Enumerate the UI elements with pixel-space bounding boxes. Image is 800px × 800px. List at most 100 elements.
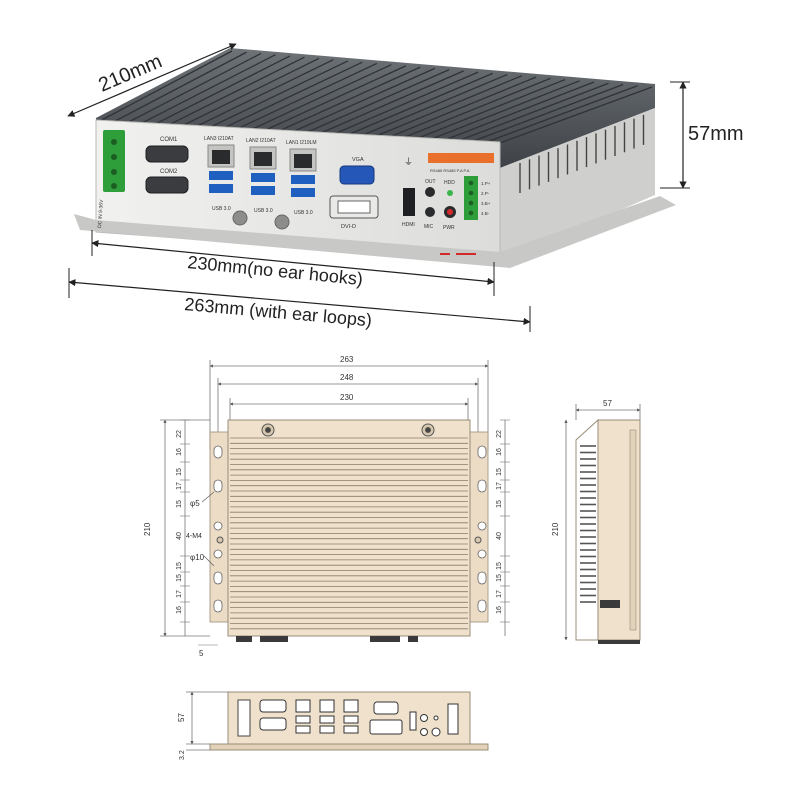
dim-5: 5 <box>199 649 204 658</box>
left-dims-value: 22 <box>176 430 183 438</box>
fin-line <box>417 78 566 140</box>
right-dims-value: 15 <box>496 562 503 570</box>
gpio-labels: 1.P+ 2.P- 3.B+ 4.B- <box>481 181 491 216</box>
fin-line <box>430 80 580 140</box>
left-dims-value: 15 <box>176 468 183 476</box>
usb-a-label: USB 3.0 <box>212 206 231 212</box>
left-dims-value: 16 <box>176 448 183 456</box>
fin-line <box>485 85 638 143</box>
front-dim-57: 57 <box>177 713 186 722</box>
dc-terminal-screws <box>111 139 117 189</box>
top-view-fins <box>230 437 468 630</box>
side-dim-210: 210 <box>551 522 560 536</box>
hdmi-port <box>403 188 415 216</box>
power-button-led <box>447 209 453 215</box>
vga-label: VGA <box>352 157 364 163</box>
dim-230: 230 <box>340 393 354 402</box>
dim-263: 263 <box>340 355 354 364</box>
left-dims-value: 15 <box>176 562 183 570</box>
front-jacks <box>420 703 459 737</box>
height-label: 57mm <box>688 123 744 145</box>
lan1-stack: LAN1 I219LM USB 3.0 <box>286 140 317 216</box>
gpio-header-label <box>428 153 494 163</box>
fin-line <box>265 65 407 131</box>
product-photo: DC IN 9-36V COM1 COM2 LAN3 I210AT USB 3.… <box>67 43 744 332</box>
front-com-ports <box>259 699 287 731</box>
antenna-hole-1 <box>232 210 248 226</box>
gpio-label-2: 2.P- <box>481 191 490 196</box>
left-dims-value: 15 <box>176 500 183 508</box>
fin-line <box>444 81 595 141</box>
fin-line <box>251 64 392 130</box>
right-dims-value: 15 <box>496 468 503 476</box>
hole10-leader <box>203 555 215 567</box>
com2-port <box>145 176 189 194</box>
left-dims-value: 17 <box>176 590 183 598</box>
gpio-label-1: 1.P+ <box>481 181 491 186</box>
side-dim-57: 57 <box>603 399 612 408</box>
ear-slot <box>213 479 223 493</box>
hole5-label: φ5 <box>190 499 200 508</box>
ear-slot <box>213 599 223 613</box>
ear-slots <box>213 445 487 613</box>
side-view-port <box>600 600 620 608</box>
right-dims-value: 16 <box>496 606 503 614</box>
fin-line <box>292 67 436 133</box>
hdd-label: HDD <box>444 180 455 186</box>
fin-line <box>320 70 464 134</box>
ear-hole <box>477 549 487 559</box>
ear-slot <box>477 599 487 613</box>
red-stripe-2 <box>456 253 476 255</box>
gpio-label-3: 3.B+ <box>481 201 491 206</box>
left-dims-value: 16 <box>176 606 183 614</box>
antenna-hole-2 <box>274 214 290 230</box>
dim-210: 210 <box>143 522 152 536</box>
audio-out-jack <box>425 187 435 197</box>
pwr-label: PWR <box>443 225 455 231</box>
right-dims-value: 22 <box>496 430 503 438</box>
ear-slot <box>477 571 487 585</box>
com1-label: COM1 <box>160 137 178 143</box>
fin-line <box>458 82 609 142</box>
side-fins <box>519 114 645 193</box>
ear-hole <box>477 521 487 531</box>
com2-label: COM2 <box>160 169 178 175</box>
hole5-leader <box>201 491 215 503</box>
right-dims-value: 15 <box>496 500 503 508</box>
width-ears-label: 263mm (with ear loops) <box>184 294 373 330</box>
mic-label: MIC <box>424 224 434 230</box>
red-stripe <box>440 253 450 255</box>
left-dims-value: 15 <box>176 574 183 582</box>
fin-line <box>306 69 450 133</box>
ear-hole <box>213 549 223 559</box>
lan3-label: LAN3 I210AT <box>204 136 234 142</box>
right-dims-value: 17 <box>496 590 503 598</box>
fin-line <box>279 66 421 132</box>
fin-line <box>348 72 493 136</box>
out-label: OUT <box>425 179 436 185</box>
front-video-ports <box>369 701 417 735</box>
lan2-stack: LAN2 I210AT USB 3.0 <box>246 138 277 214</box>
ear-slot <box>213 445 223 459</box>
side-view-base <box>598 640 640 644</box>
ear-hole <box>213 521 223 531</box>
dim-248: 248 <box>340 373 354 382</box>
left-dims-value: 40 <box>176 532 183 540</box>
lan2-label: LAN2 I210AT <box>246 138 276 144</box>
width-dimension-line <box>91 240 495 285</box>
ear-slot <box>213 571 223 585</box>
fin-line <box>361 73 508 137</box>
lan3-stack: LAN3 I210AT USB 3.0 <box>204 136 235 212</box>
hdmi-label: HDMI <box>402 222 415 228</box>
front-view-ear-plate <box>209 743 489 751</box>
side-view-drawing: 57 210 <box>551 399 641 644</box>
dvi-label: DVI-D <box>341 224 356 230</box>
ear-slot <box>477 479 487 493</box>
right-dims-value: 40 <box>496 532 503 540</box>
dc-in-label: DC IN 9-36V <box>97 199 105 228</box>
top-view-bottom-ports <box>236 636 418 642</box>
fin-line <box>334 71 479 135</box>
